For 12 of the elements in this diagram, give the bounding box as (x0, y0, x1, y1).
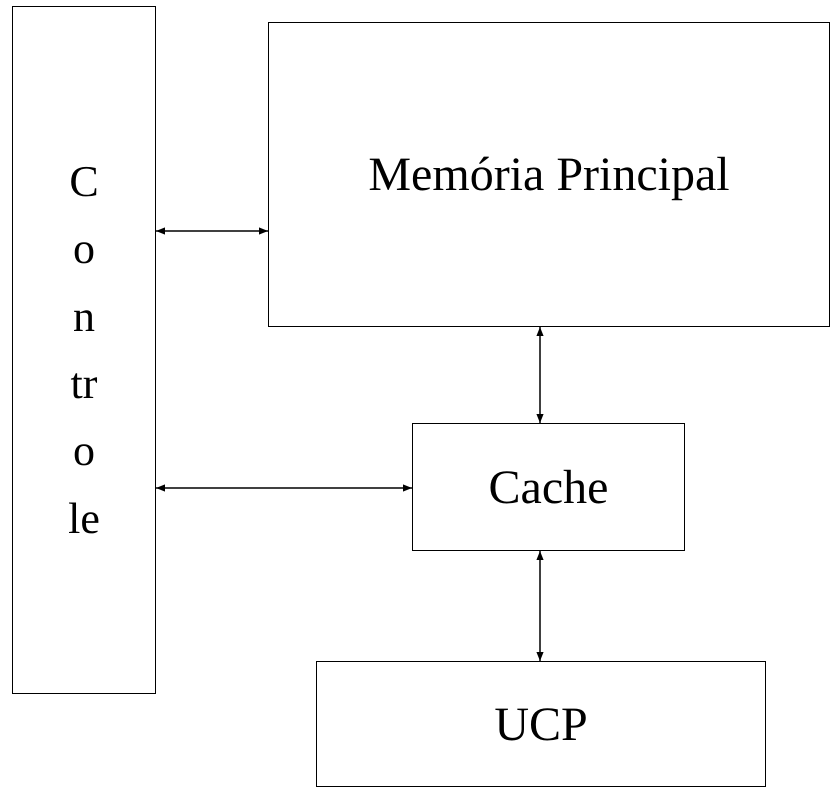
double-arrow (536, 551, 544, 661)
block-box (268, 22, 830, 327)
double-arrow (536, 327, 544, 423)
block-box (412, 423, 685, 551)
block-label: UCP (494, 696, 588, 752)
block-box (12, 6, 156, 694)
block-box (316, 661, 766, 787)
double-arrow (156, 484, 412, 492)
block-label: Controle (68, 156, 100, 545)
double-arrow (156, 227, 268, 235)
block-label: Memória Principal (368, 147, 730, 202)
block-label: Cache (488, 460, 608, 514)
